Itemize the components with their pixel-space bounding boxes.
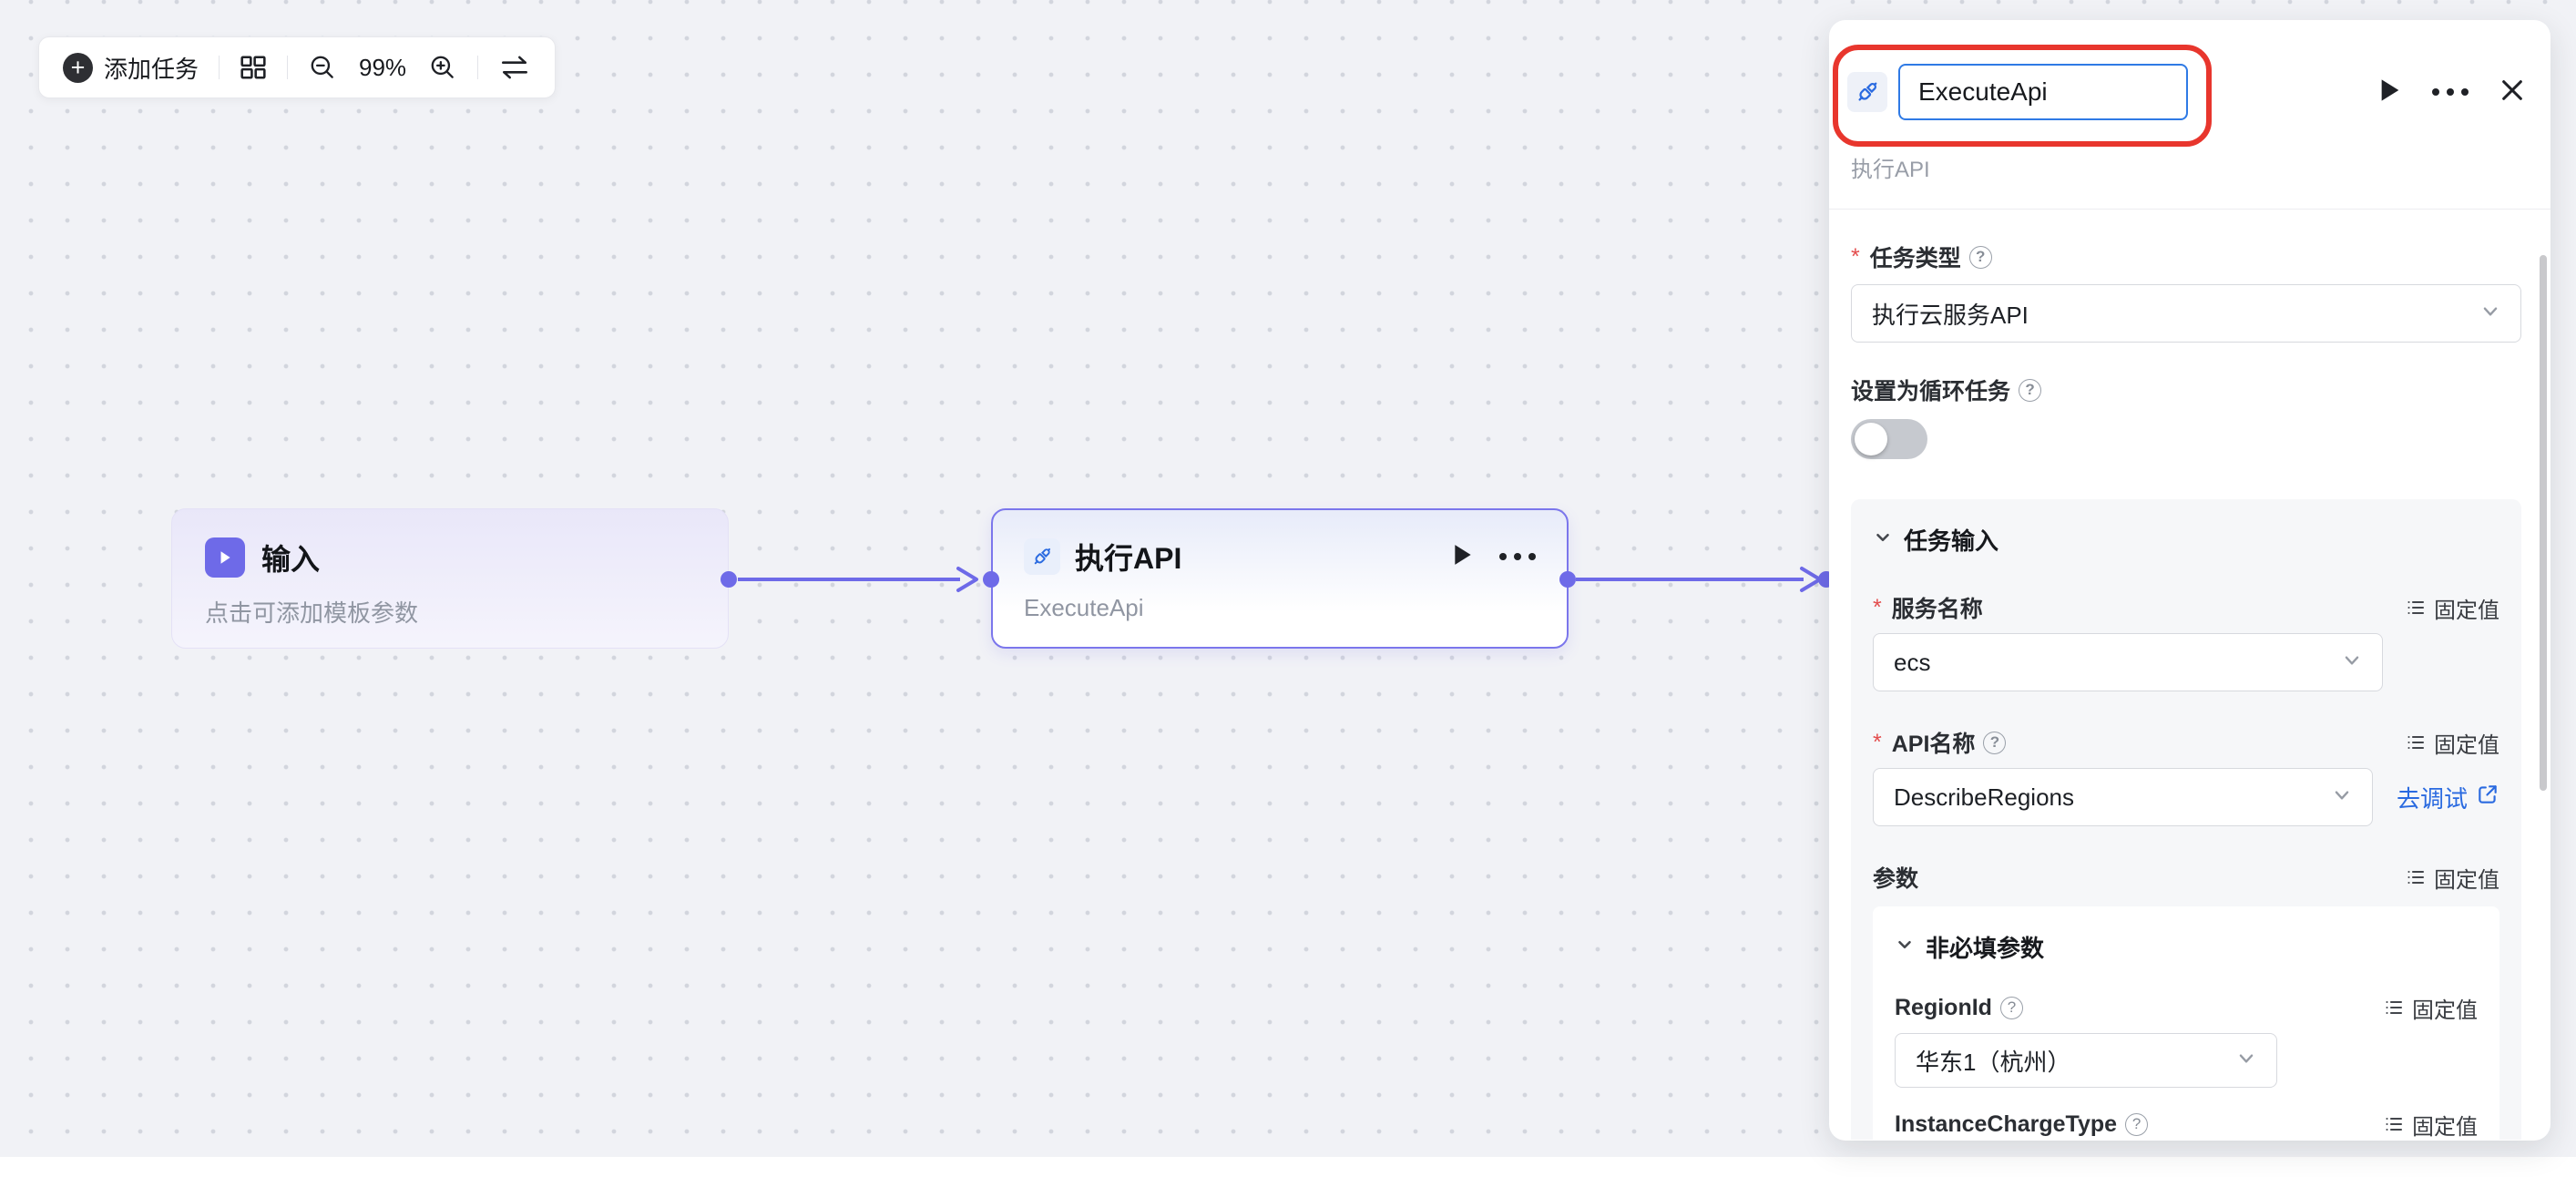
regionid-label: RegionId ? xyxy=(1895,995,2023,1021)
go-debug-link[interactable]: 去调试 xyxy=(2397,781,2499,814)
chevron-down-icon xyxy=(2236,1047,2256,1075)
toolbar-divider xyxy=(287,56,289,79)
api-plug-icon xyxy=(1024,538,1060,575)
auto-layout-icon[interactable] xyxy=(240,54,267,81)
zoom-level: 99% xyxy=(359,53,407,81)
regionid-select[interactable]: 华东1（杭州） xyxy=(1895,1033,2277,1088)
api-name-select[interactable]: DescribeRegions xyxy=(1873,768,2373,826)
add-task-label: 添加任务 xyxy=(104,55,199,83)
help-icon[interactable]: ? xyxy=(1968,245,1992,269)
close-panel-icon[interactable] xyxy=(2499,77,2525,107)
play-badge-icon xyxy=(205,537,245,578)
run-task-icon[interactable] xyxy=(2379,77,2401,107)
value-mode-selector[interactable]: 固定值 xyxy=(2407,598,2499,623)
task-type-select[interactable]: 执行云服务API xyxy=(1851,284,2521,343)
task-type-label: * 任务类型 ? xyxy=(1851,241,1992,273)
edge-input-to-exec xyxy=(738,567,978,592)
node-execute-api[interactable]: 执行API ExecuteApi xyxy=(991,508,1569,649)
chevron-down-icon xyxy=(2332,783,2352,812)
add-task-button[interactable]: + 添加任务 xyxy=(63,51,199,85)
value-mode-selector[interactable]: 固定值 xyxy=(2386,998,2478,1023)
task-input-section-header[interactable]: 任务输入 xyxy=(1873,523,2499,557)
node-title: 执行API xyxy=(1075,542,1182,575)
value-mode-selector[interactable]: 固定值 xyxy=(2407,732,2499,758)
help-icon[interactable]: ? xyxy=(1983,731,2007,754)
task-type-caption: 执行API xyxy=(1851,158,1930,182)
service-name-select[interactable]: ecs xyxy=(1873,633,2383,691)
connector-dot[interactable] xyxy=(1559,571,1576,588)
swap-direction-icon[interactable] xyxy=(498,55,531,80)
toolbar-divider xyxy=(219,56,220,79)
connector-dot[interactable] xyxy=(983,571,999,588)
api-name-label: * API名称 ? xyxy=(1873,726,2007,759)
toolbar-divider xyxy=(477,56,479,79)
value-mode-selector[interactable]: 固定值 xyxy=(2386,1114,2478,1140)
loop-task-toggle[interactable] xyxy=(1851,419,1927,459)
optional-params-header[interactable]: 非必填参数 xyxy=(1895,930,2478,964)
node-input[interactable]: 输入 点击可添加模板参数 xyxy=(171,508,729,649)
page-bottom-strip xyxy=(0,1157,2576,1177)
run-node-icon[interactable] xyxy=(1452,543,1474,571)
node-title: 输入 xyxy=(261,543,321,576)
loop-task-label: 设置为循环任务 ? xyxy=(1851,374,2042,406)
connector-dot[interactable] xyxy=(721,571,737,588)
panel-scrollbar[interactable] xyxy=(2540,255,2547,791)
help-icon[interactable]: ? xyxy=(2019,378,2042,402)
zoom-in-icon[interactable] xyxy=(428,53,457,82)
more-actions-icon[interactable] xyxy=(1499,553,1536,560)
panel-header: 执行API xyxy=(1829,20,2550,210)
help-icon[interactable]: ? xyxy=(1999,996,2023,1019)
edge-exec-to-next xyxy=(1576,567,1822,592)
canvas-toolbar: + 添加任务 99% xyxy=(38,36,557,98)
node-subtitle: ExecuteApi xyxy=(1024,594,1144,621)
task-type-value: 执行云服务API xyxy=(1872,301,2029,329)
chevron-down-icon xyxy=(1873,526,1893,554)
node-subtitle[interactable]: 点击可添加模板参数 xyxy=(205,599,419,627)
value-mode-selector[interactable]: 固定值 xyxy=(2407,867,2499,893)
more-actions-icon[interactable] xyxy=(2432,88,2469,96)
panel-body: * 任务类型 ? 执行云服务API 设置为循环任务 ? xyxy=(1829,210,2550,1140)
optional-params-box: 非必填参数 RegionId ? 固定值 xyxy=(1873,906,2499,1140)
help-icon[interactable]: ? xyxy=(2125,1112,2149,1136)
params-label: 参数 xyxy=(1873,866,1919,892)
task-detail-panel: 执行API * 任务类型 ? 执行云服务API 设置为循环任务 xyxy=(1829,20,2550,1141)
required-marker: * xyxy=(1851,243,1860,270)
instancechargetype-label: InstanceChargeType ? xyxy=(1895,1111,2149,1138)
task-name-input[interactable] xyxy=(1898,64,2188,120)
plus-icon: + xyxy=(63,52,93,83)
zoom-out-icon[interactable] xyxy=(308,53,337,82)
task-input-section: 任务输入 * 服务名称 固定值 ecs xyxy=(1851,499,2521,1140)
chevron-down-icon xyxy=(1895,933,1915,961)
chevron-down-icon xyxy=(2342,649,2362,677)
api-plug-icon xyxy=(1847,72,1887,112)
chevron-down-icon xyxy=(2480,300,2500,328)
external-link-icon xyxy=(2476,783,2499,813)
service-name-label: * 服务名称 xyxy=(1873,594,1983,623)
